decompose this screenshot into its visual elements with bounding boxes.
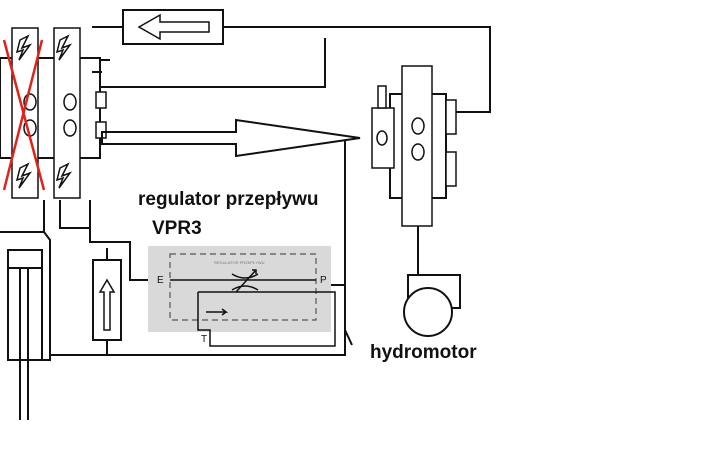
arrow-right-icon (101, 118, 361, 158)
lightning-bolt-icon (15, 34, 33, 61)
arrow-left-icon (137, 13, 210, 41)
port-t-label: T (201, 334, 207, 345)
hydraulic-cylinder (0, 200, 91, 420)
valve-spool (411, 117, 425, 135)
flow-regulator: REGULATOR PRZEPŁYWU E P T (148, 246, 336, 347)
check-valve (92, 248, 122, 355)
arrow-up-icon (98, 278, 116, 331)
port-p-label: P (320, 275, 327, 286)
red-x-icon (2, 39, 46, 191)
lightning-bolt-icon (55, 162, 73, 189)
valve-spool (376, 130, 388, 146)
flow-regulator-label: regulator przepływu (138, 189, 319, 210)
left-valve-stack (0, 27, 107, 199)
hydromotor-label: hydromotor (370, 342, 477, 363)
hydromotor-assembly (371, 65, 461, 337)
port-e-label: E (157, 275, 164, 286)
flow-regulator-model-label: VPR3 (152, 218, 202, 239)
valve-spool (63, 93, 77, 111)
direction-arrow-box (122, 9, 224, 45)
valve-spool (411, 143, 425, 161)
valve-spool (63, 119, 77, 137)
hydromotor-wheel (403, 287, 453, 337)
lightning-bolt-icon (15, 162, 33, 189)
regulator-body (169, 253, 317, 321)
regulator-small-text: REGULATOR PRZEPŁYWU (214, 260, 265, 265)
lightning-bolt-icon (55, 34, 73, 61)
arrow-right-icon (206, 308, 229, 316)
